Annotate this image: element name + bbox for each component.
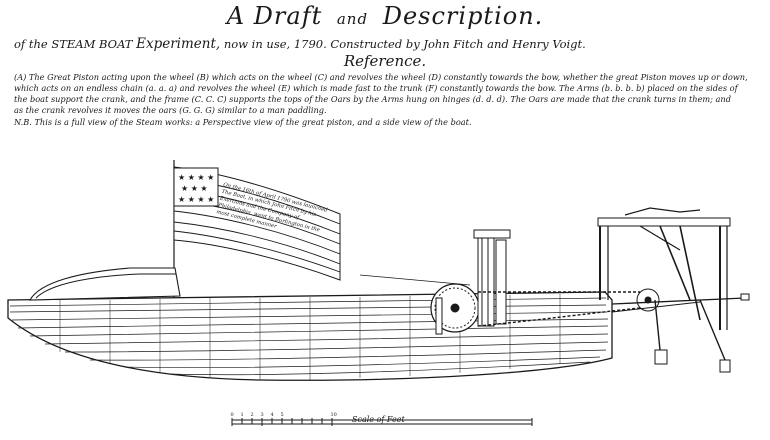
hull (7, 291, 613, 381)
flag: ★ ★ ★ ★ ★ ★ ★ ★ ★ ★ ★ (173, 160, 341, 300)
scale-tick-label: 10 (331, 412, 337, 418)
reference-line: which acts on an endless chain (a. a. a)… (14, 83, 738, 93)
scale-tick-label: 1 (241, 412, 244, 418)
subtitle-prefix: of the STEAM BOAT (14, 37, 133, 51)
nota-bene-note: N.B. This is a full view of the Steam wo… (14, 117, 472, 127)
page-title: A Draft and Description. (0, 2, 770, 30)
scale-tick-label: 3 (261, 412, 264, 418)
scale-tick-label: 4 (271, 412, 274, 418)
svg-text:★ ★ ★ ★: ★ ★ ★ ★ (178, 195, 214, 204)
svg-text:★ ★ ★ ★: ★ ★ ★ ★ (178, 173, 214, 182)
oar-frame (597, 207, 750, 373)
svg-text:★ ★ ★: ★ ★ ★ (181, 184, 208, 193)
subtitle: of the STEAM BOAT Experiment, now in use… (14, 36, 764, 52)
reference-line: (A) The Great Piston acting upon the whe… (14, 72, 748, 82)
title-part1: A Draft (226, 2, 323, 30)
title-and: and (336, 10, 369, 28)
title-part2: Description. (382, 2, 544, 30)
reference-heading: Reference. (343, 52, 427, 70)
scale-tick-label: 5 (281, 412, 284, 418)
subtitle-rest: now in use, 1790. Constructed by John Fi… (223, 37, 586, 51)
subtitle-name: Experiment, (136, 36, 221, 52)
cabin (29, 267, 181, 301)
scale-tick-label: 0 (231, 412, 234, 418)
scale-label: Scale of Feet (352, 415, 405, 424)
reference-line: as the crank revolves it moves the oars … (14, 105, 327, 115)
scale-tick-label: 2 (251, 412, 254, 418)
steam-engine (359, 229, 660, 335)
reference-line: the boat support the crank, and the fram… (14, 94, 731, 104)
